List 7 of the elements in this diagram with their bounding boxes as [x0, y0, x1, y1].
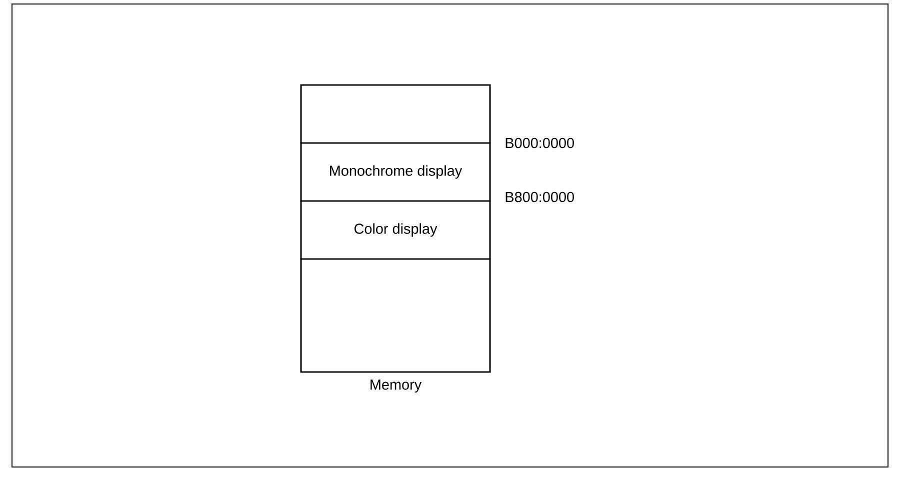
memory-segment: Color display: [300, 200, 491, 260]
address-label: B000:0000: [506, 138, 574, 148]
memory-segment: Monochrome display: [300, 142, 491, 202]
memory-segment: [300, 258, 491, 373]
box-caption: Memory: [370, 380, 422, 393]
address-label: B800:0000: [506, 192, 574, 202]
memory-segment: [300, 84, 491, 144]
